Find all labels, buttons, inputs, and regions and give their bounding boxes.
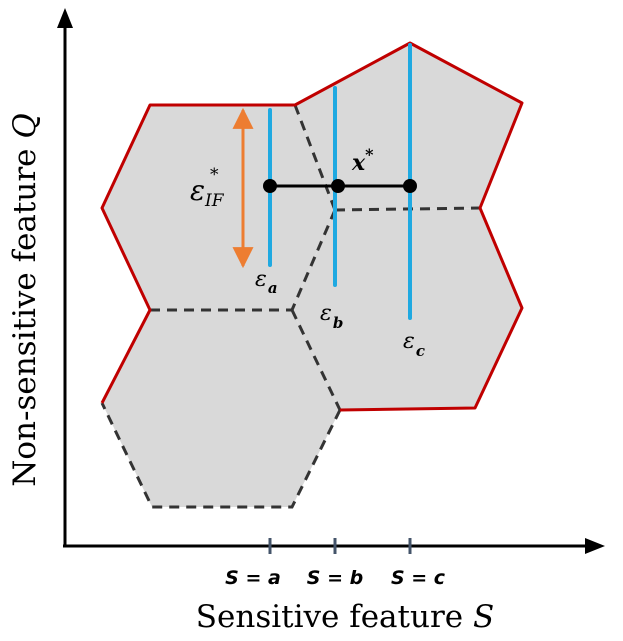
epsilon-a-label: εa <box>255 267 278 297</box>
tick-label-b: S = b <box>307 567 363 589</box>
dashed-edge-mid <box>334 206 481 212</box>
eps-if-star: * <box>210 165 219 185</box>
tick-label-a: S = a <box>225 567 281 589</box>
x-axis-title: Sensitive feature S <box>196 599 494 635</box>
epsilon-b-label: εb <box>320 301 343 332</box>
x-star-label: x* <box>351 145 374 176</box>
dashed-edge-lower <box>290 309 342 411</box>
dashed-edge-top <box>293 104 337 211</box>
cell-right <box>292 208 522 410</box>
y-axis-arrow <box>57 8 73 28</box>
eps-if-label: εIF <box>190 174 225 211</box>
point-a <box>263 179 277 193</box>
point-c <box>403 179 417 193</box>
cell-upper-left <box>102 105 335 310</box>
x-ticks <box>268 538 412 554</box>
y-axis-title: Non-sensitive feature Q <box>7 113 43 487</box>
dashed-boundaries <box>100 104 481 509</box>
dashed-lower-cell-outline <box>100 402 342 509</box>
point-b <box>331 179 345 193</box>
cell-lower-left <box>102 310 340 507</box>
epsilon-c-label: εc <box>403 329 425 360</box>
tick-label-c: S = c <box>391 567 446 589</box>
x-axis-arrow <box>585 538 605 554</box>
dashed-edge-diag <box>290 209 337 311</box>
